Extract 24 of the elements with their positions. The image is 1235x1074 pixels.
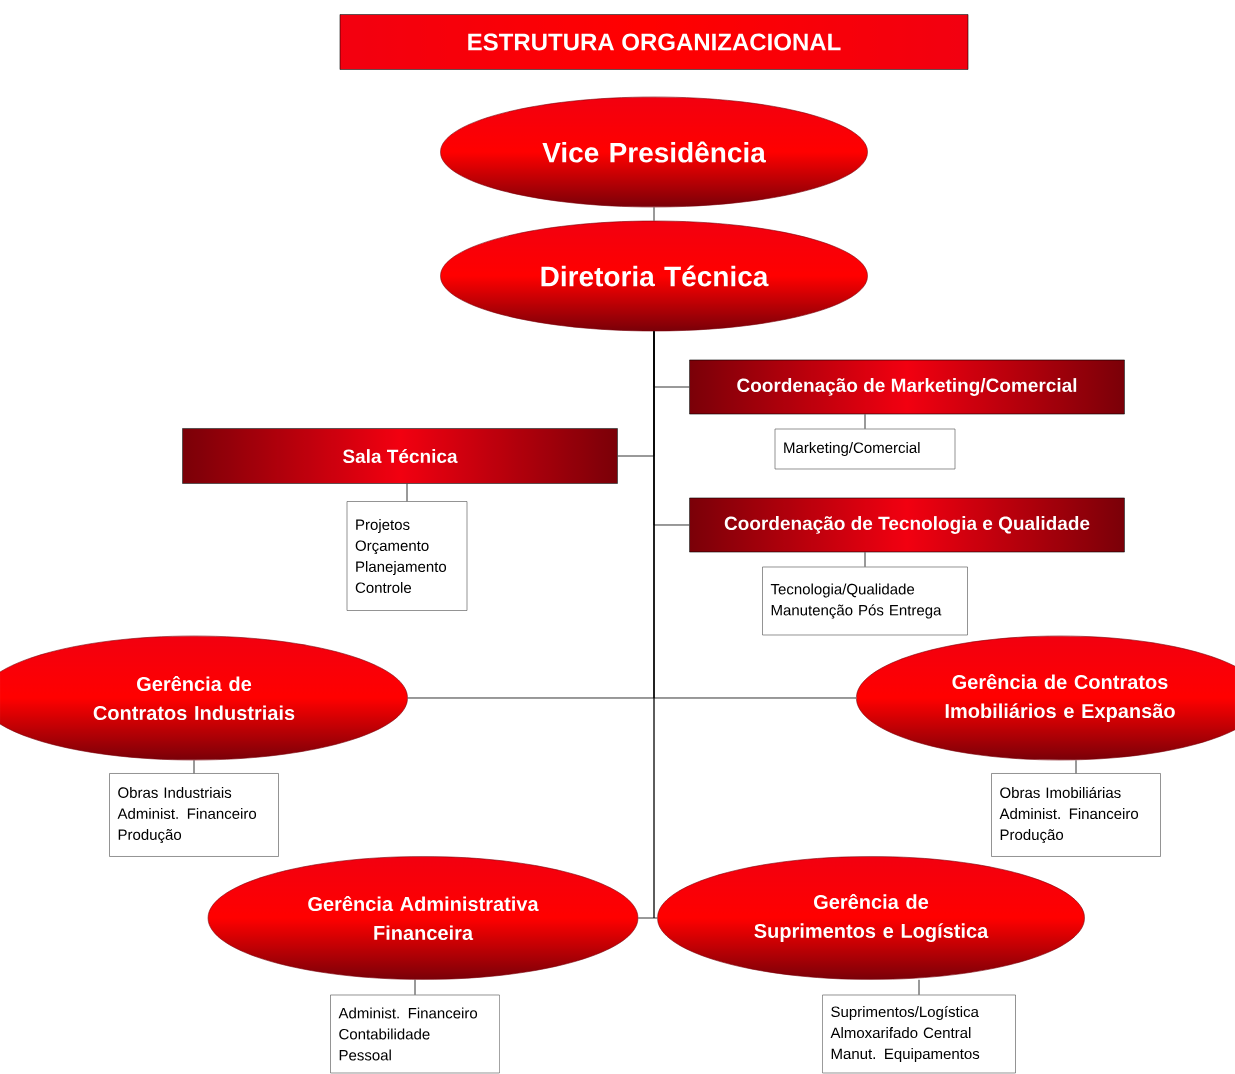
list-box: Obras Imobiliárias Administ. Financeiro Produção (991, 773, 1161, 857)
unit-bar: Coordenação de Tecnologia e Qualidade (689, 497, 1125, 553)
connector-line (1075, 759, 1077, 774)
connector-line (653, 206, 655, 222)
list-box: Projetos Orçamento Planejamento Controle (346, 501, 468, 611)
list-box: Administ. Financeiro Contabilidade Pessoal (330, 994, 500, 1074)
list-box: Suprimentos/Logística Almoxarifado Central Manut. Equipamentos (822, 994, 1016, 1074)
list-box: Obras Industriais Administ. Financeiro Produção (109, 773, 279, 857)
ellipse-node: Gerência de Suprimentos e Logística (657, 856, 1085, 980)
connector-line (864, 413, 866, 430)
title-banner: ESTRUTURA ORGANIZACIONAL (339, 14, 969, 70)
list-box: Tecnologia/Qualidade Manutenção Pós Entrega (762, 566, 968, 636)
connector-line (193, 759, 195, 774)
ellipse-node: Diretoria Técnica (440, 220, 868, 332)
connector-line (414, 979, 416, 996)
ellipse-node: Gerência Administrativa Financeira (207, 856, 639, 980)
connector-line (406, 483, 408, 502)
unit-bar: Coordenação de Marketing/Comercial (689, 359, 1125, 415)
connector-line (918, 979, 920, 996)
list-box: Marketing/Comercial (774, 428, 956, 470)
ellipse-node: Vice Presidência (440, 96, 868, 208)
unit-bar: Sala Técnica (182, 428, 618, 484)
connector-line (864, 551, 866, 568)
connector-line (653, 330, 658, 919)
